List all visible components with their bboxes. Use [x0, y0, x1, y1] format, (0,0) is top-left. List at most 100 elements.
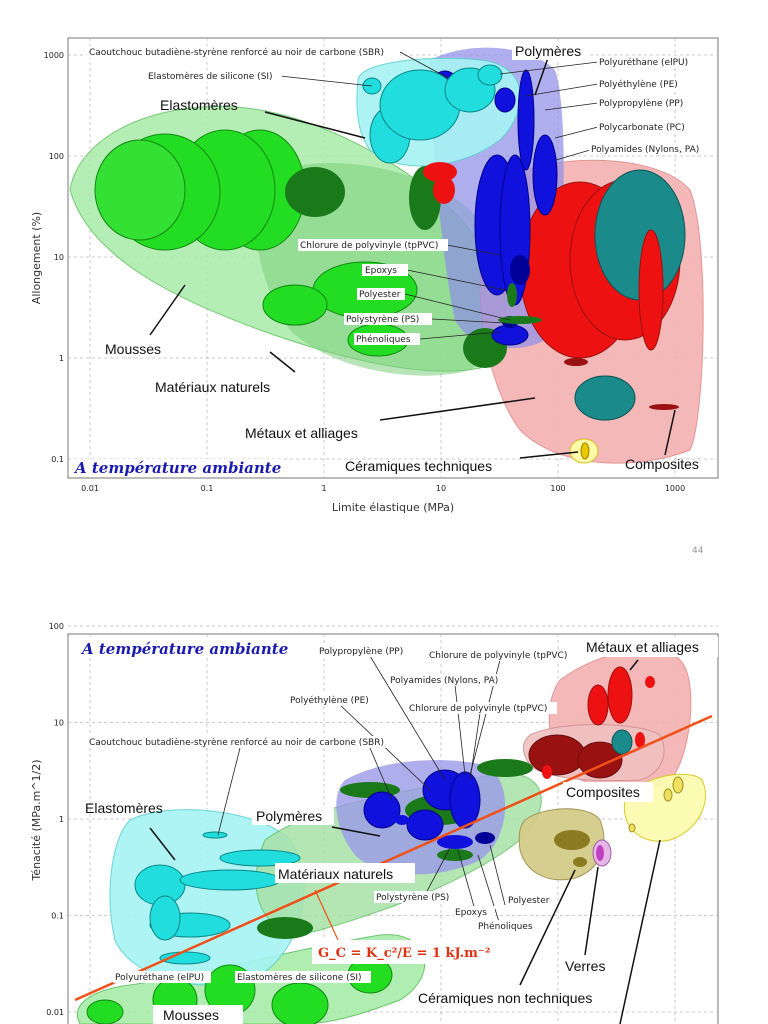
label-pc: Polycarbonate (PC)	[599, 123, 685, 133]
label-composites: Composites	[566, 784, 640, 800]
label-metaux: Métaux et alliages	[245, 425, 358, 441]
label-box	[87, 736, 400, 748]
label-elpu: Polyuréthane (elPU)	[599, 57, 688, 68]
polymer-bubble	[532, 134, 558, 216]
natural-bubble	[262, 284, 328, 326]
polymer-bubble	[395, 815, 409, 825]
label-elastomeres: Elastomères	[85, 800, 163, 816]
x-tick-label: 100	[550, 484, 565, 493]
y-tick-label: 100	[49, 152, 64, 161]
polymer-bubble	[363, 791, 401, 829]
label-sbr: Caoutchouc butadiène-styrène renforcé au…	[89, 737, 384, 748]
label-box	[113, 971, 211, 983]
chart-1-title: A température ambiante	[73, 459, 281, 477]
elastomer-bubble	[202, 831, 228, 839]
label-si: Elastomères de silicone (SI)	[237, 972, 362, 983]
leader-line	[419, 331, 501, 340]
label-polyester: Polyester	[508, 896, 550, 906]
label-box	[388, 674, 508, 686]
leader-line	[379, 397, 536, 421]
y-tick-label: 0.1	[51, 912, 64, 921]
y-tick-label: 1000	[44, 51, 64, 60]
ceramic-bubble	[628, 823, 636, 833]
metal-bubble	[574, 375, 636, 421]
label-mousses: Mousses	[105, 341, 161, 357]
leader-line	[399, 51, 449, 79]
chart-2-ylabel: Ténacité (MPa.m^1/2)	[30, 759, 43, 881]
ceramic-bubble	[580, 442, 590, 460]
foam-bubble	[86, 999, 124, 1024]
label-box	[374, 891, 460, 903]
label-si: Elastomères de silicone (SI)	[148, 71, 273, 82]
chart-1: Caoutchouc butadiène-styrène renforcé au…	[30, 37, 719, 514]
metal-bubble	[564, 358, 588, 366]
label-box	[153, 1005, 243, 1024]
metal-bubble	[542, 765, 552, 779]
metal-bubble	[611, 729, 633, 755]
leader-line	[264, 111, 366, 139]
label-box	[344, 313, 432, 325]
tradeoff-equation: G_C = K_c²/E = 1 kJ.m⁻²	[318, 946, 490, 961]
label-box	[597, 121, 697, 133]
label-phenoliques: Phénoliques	[478, 921, 533, 932]
ceramic-bubble	[663, 788, 673, 802]
label-box	[87, 46, 400, 58]
foam-bubbles	[94, 129, 306, 251]
polymer-bubble	[406, 809, 444, 841]
natural-bubble	[409, 166, 441, 230]
label-elastomeres: Elastomères	[160, 97, 238, 113]
tradeoff-line	[74, 714, 713, 1002]
label-pe: Polyéthylène (PE)	[290, 695, 369, 706]
label-box	[506, 894, 556, 906]
label-box	[357, 288, 405, 300]
label-box	[354, 333, 420, 345]
metal-bubble	[587, 684, 609, 726]
label-verres: Verres	[565, 958, 605, 974]
polymer-bubble	[449, 771, 481, 829]
metal-bubble	[423, 162, 457, 182]
y-tick-label: 1	[59, 815, 64, 824]
polymer-bubble	[507, 283, 517, 307]
polymer-bubble	[517, 69, 535, 171]
leader-line	[446, 244, 501, 256]
label-materiaux-naturels: Matériaux naturels	[155, 379, 270, 395]
label-box	[589, 143, 709, 155]
chart-1-ylabel: Allongement (%)	[30, 212, 43, 304]
label-pvc: Chlorure de polyvinyle (tpPVC)	[300, 241, 438, 251]
leader-line	[424, 847, 451, 896]
label-composites: Composites	[625, 456, 699, 472]
label-elpu: Polyuréthane (elPU)	[115, 972, 204, 983]
leader-line	[629, 659, 639, 671]
foam-bubble	[94, 139, 186, 241]
y-tick-label: 10	[54, 253, 64, 262]
chart-1-xlabel: Limite élastique (MPa)	[332, 501, 454, 514]
label-ceramiques-non-techniques: Céramiques non techniques	[418, 990, 592, 1006]
polymer-bubble	[498, 316, 542, 324]
polymer-bubble	[510, 255, 530, 285]
label-ceramiques: Céramiques techniques	[345, 458, 492, 474]
label-materiaux-naturels: Matériaux naturels	[278, 866, 393, 882]
label-box	[78, 638, 288, 658]
label-box	[288, 694, 378, 706]
leader-line	[149, 284, 186, 336]
leader-line	[404, 293, 511, 321]
leader-line	[269, 351, 296, 373]
label-sbr: Caoutchouc butadiène-styrène renforcé au…	[89, 47, 384, 58]
polymer-bubble	[437, 835, 473, 849]
label-box	[427, 649, 577, 661]
label-pp: Polypropylène (PP)	[599, 98, 683, 109]
label-polyester: Polyester	[359, 290, 401, 300]
label-box	[275, 863, 415, 883]
label-phenoliques: Phénoliques	[356, 334, 411, 345]
elastomer-bubble	[179, 869, 281, 891]
x-tick-label: 0.1	[201, 484, 214, 493]
x-tick-label: 0.01	[81, 484, 99, 493]
elastomer-bubble	[219, 849, 301, 867]
label-epoxys: Epoxys	[455, 908, 487, 918]
label-pe: Polyéthylène (PE)	[599, 79, 678, 90]
composite-bubble	[528, 734, 586, 776]
chart-1-class-labels: Polymères Elastomères Mousses Matériaux …	[105, 42, 699, 474]
